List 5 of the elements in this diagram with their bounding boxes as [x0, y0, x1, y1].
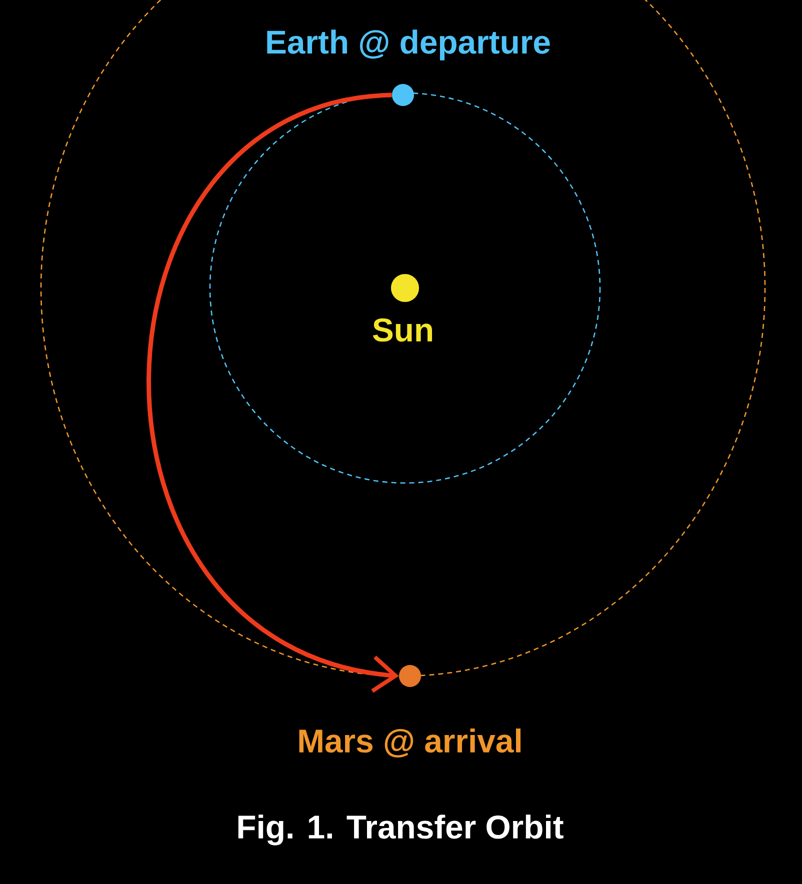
planet-label: Earth @ departure [267, 30, 550, 60]
planet-label: Sun [372, 318, 432, 342]
planet-label: Mars @ arrival [299, 728, 520, 758]
transfer-arc [146, 92, 399, 693]
caption: Fig. 1. Transfer Orbit [238, 814, 564, 846]
